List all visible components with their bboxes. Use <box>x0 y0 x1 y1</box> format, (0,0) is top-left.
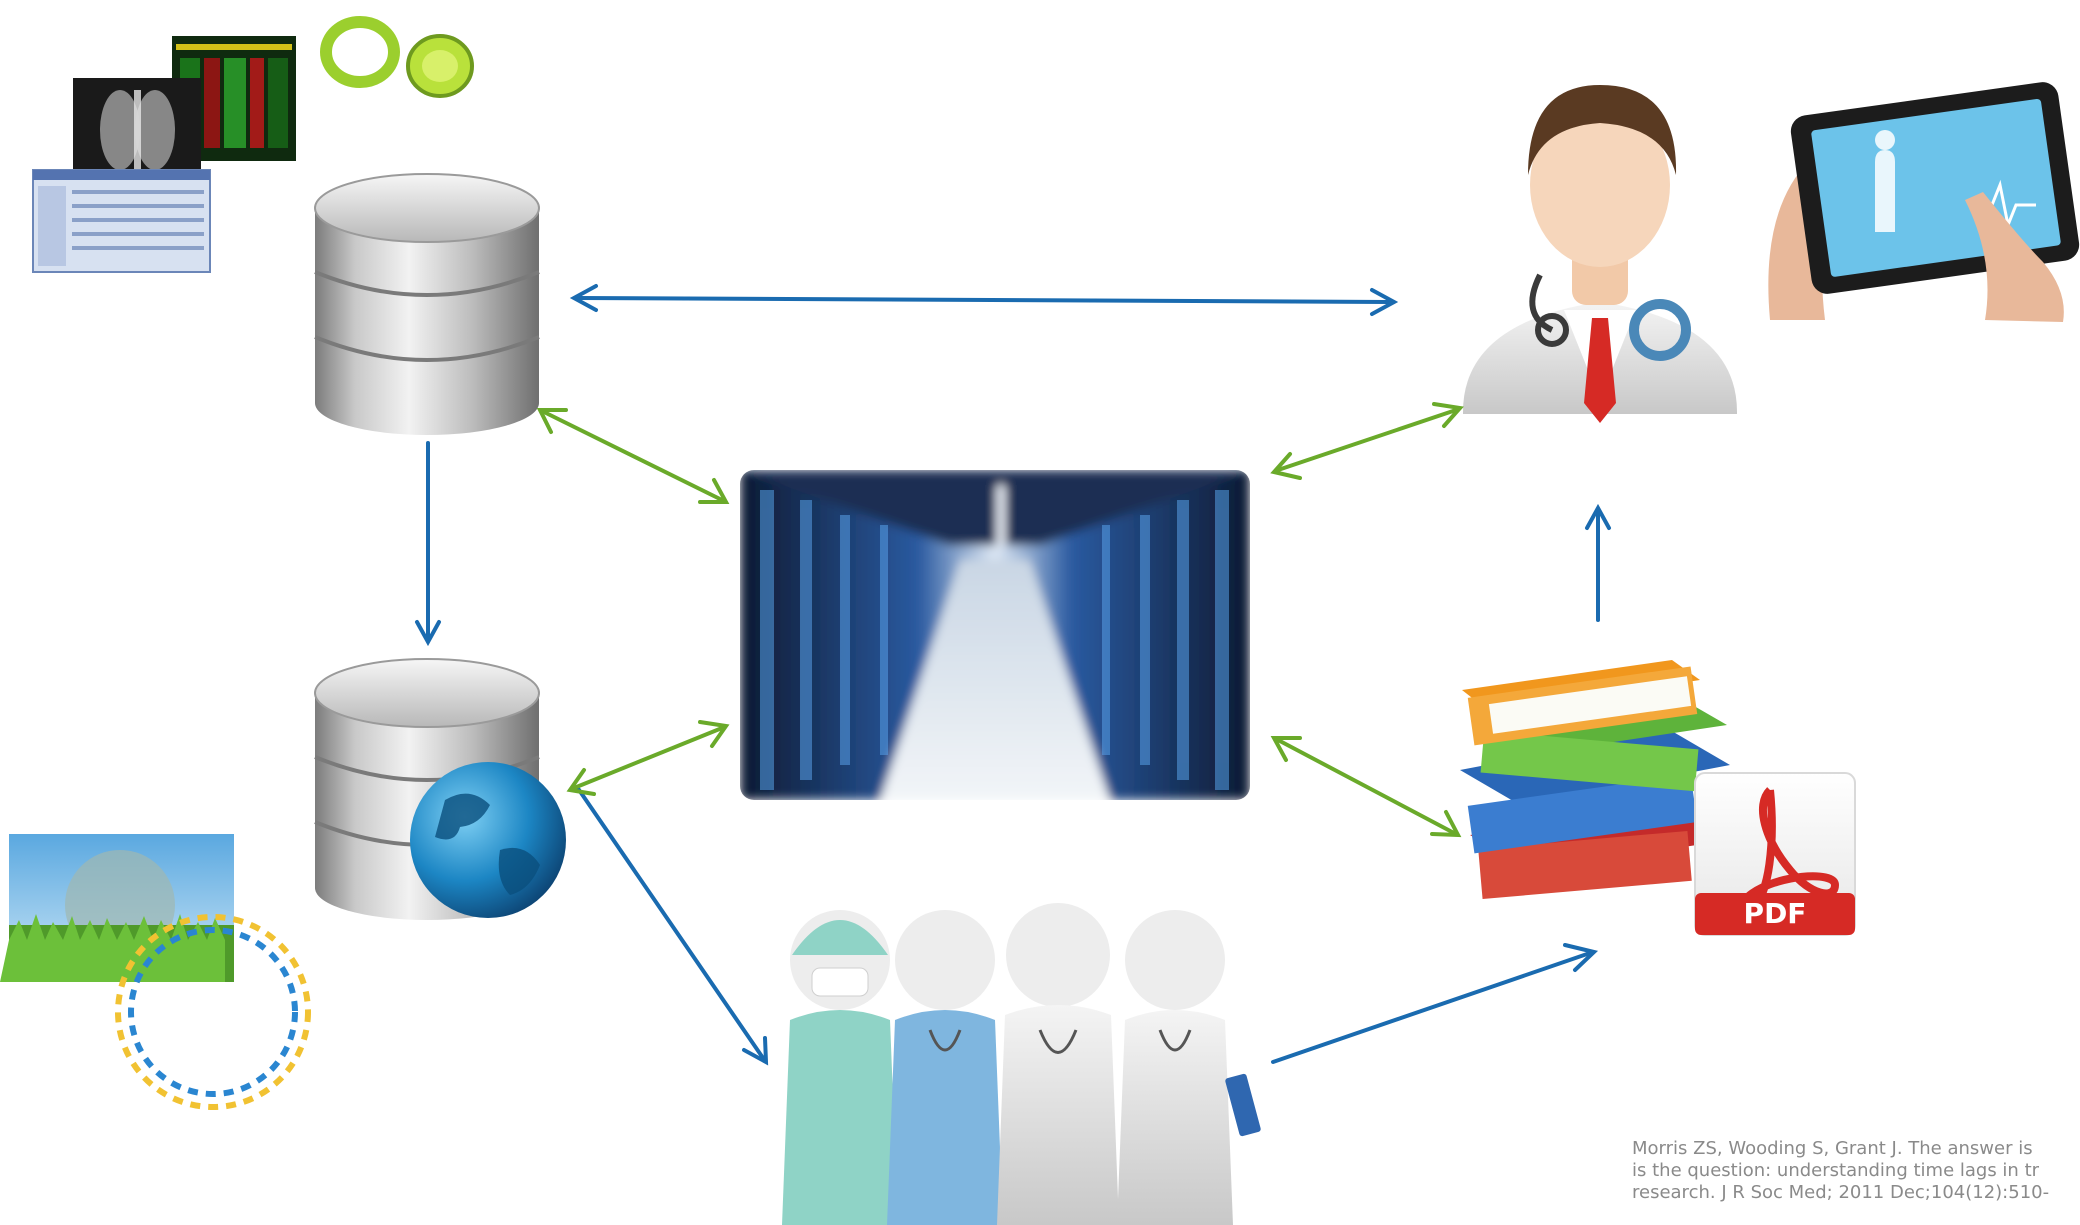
pdf-document-icon: PDF <box>1694 772 1856 936</box>
pdf-label: PDF <box>1744 897 1807 930</box>
environment-dna-collage-icon <box>0 834 311 1110</box>
doctor-avatar-icon <box>1463 85 1737 423</box>
books-icon <box>1460 660 1730 900</box>
clinicians-team-icon <box>782 903 1261 1225</box>
health-database-icon <box>314 173 540 435</box>
arrow-public-database-to-clinicians <box>575 785 769 1066</box>
arrow-database-to-public-database <box>415 441 441 647</box>
clinical-records-collage-icon <box>32 16 474 273</box>
arrow-datacenter-to-doctor <box>1270 402 1464 480</box>
citation: Morris ZS, Wooding S, Grant J. The answe… <box>1632 1138 2080 1225</box>
citation-line: research. J R Soc Med; 2011 Dec;104(12):… <box>1632 1182 2050 1203</box>
public-database-globe-icon <box>314 658 566 920</box>
arrow-clinicians-to-literature <box>1271 943 1599 1064</box>
arrow-public-database-to-datacenter <box>566 720 730 796</box>
citation-line: is the question: understanding time lags… <box>1632 1160 2040 1181</box>
data-center-servers-icon <box>740 470 1250 800</box>
citation-line: Morris ZS, Wooding S, Grant J. The answe… <box>1632 1138 2033 1159</box>
arrow-database-to-doctor <box>569 284 1399 316</box>
flow-arrows <box>415 284 1611 1066</box>
arrow-datacenter-to-literature <box>1270 736 1462 838</box>
tablet-health-app-icon <box>1768 82 2080 322</box>
arrow-literature-to-doctor <box>1585 503 1611 622</box>
arrow-database-to-datacenter <box>536 408 730 504</box>
